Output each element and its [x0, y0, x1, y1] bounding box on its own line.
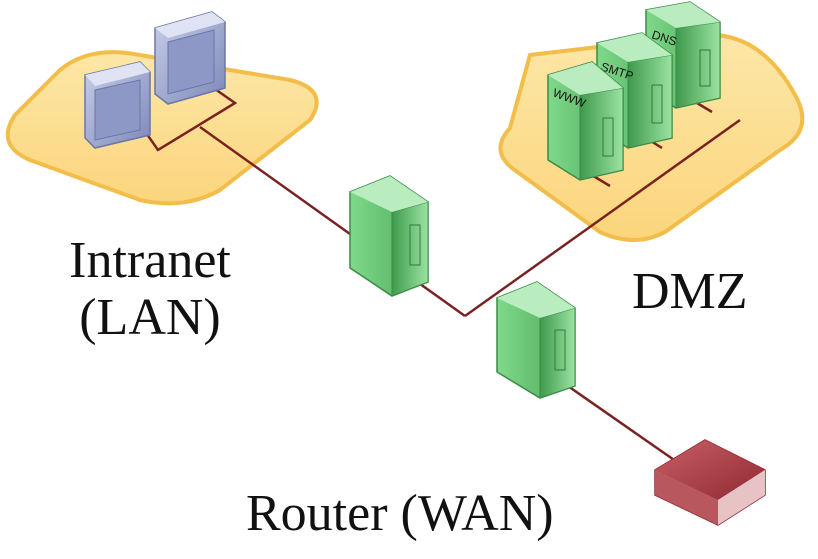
intranet-title: Intranet — [69, 232, 231, 289]
smtp-server[interactable]: SMTP — [596, 32, 673, 149]
outer-firewall[interactable] — [496, 281, 576, 399]
intranet-subtitle: (LAN) — [79, 289, 221, 346]
lan-workstation-1[interactable] — [84, 61, 151, 149]
lan-workstation-2[interactable] — [154, 11, 226, 105]
dns-server[interactable]: DNS — [645, 1, 721, 109]
router-device[interactable] — [654, 439, 766, 526]
inner-firewall[interactable] — [349, 175, 429, 297]
dmz-label: DMZ — [632, 263, 748, 320]
intranet-label: Intranet (LAN) — [0, 232, 300, 346]
www-server[interactable]: WWW — [547, 61, 624, 181]
router-label: Router (WAN) — [246, 485, 554, 542]
dmz-trunk-link — [464, 118, 741, 318]
